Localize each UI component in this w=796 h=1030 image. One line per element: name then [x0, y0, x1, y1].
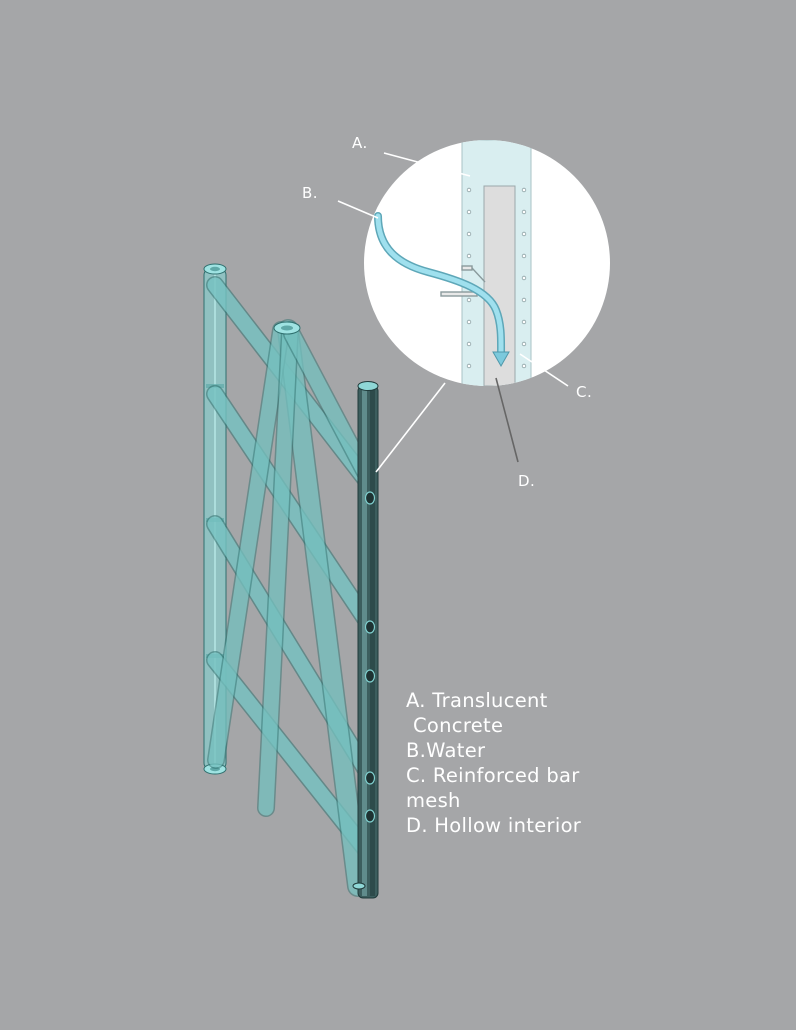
leader-d [495, 377, 519, 463]
callout-leaders [337, 152, 569, 463]
callout-d-label: D. [518, 472, 536, 490]
leader-b [337, 200, 379, 219]
water-arrow-icon [492, 351, 510, 368]
legend-b: B.Water [406, 739, 486, 762]
rebar-mesh-dots [466, 187, 527, 369]
legend-a-line1: A. Translucent [406, 689, 548, 712]
legend-a-line2: Concrete [413, 714, 504, 737]
legend-d: D. Hollow interior [406, 814, 582, 837]
leader-c [519, 353, 569, 387]
truss-structure [203, 263, 379, 899]
legend-c-line2: mesh [406, 789, 461, 812]
legend: A. Translucent Concrete B.Water C. Reinf… [406, 688, 766, 838]
callout-b-label: B. [302, 184, 319, 202]
legend-c-line1: C. Reinforced bar [406, 764, 580, 787]
middle-column [207, 319, 377, 897]
detail-circle [364, 140, 610, 386]
callout-a-label: A. [352, 134, 368, 152]
leader-a [383, 152, 471, 177]
detail-leader-line [375, 382, 446, 473]
front-column [352, 381, 379, 899]
callout-c-label: C. [576, 383, 593, 401]
